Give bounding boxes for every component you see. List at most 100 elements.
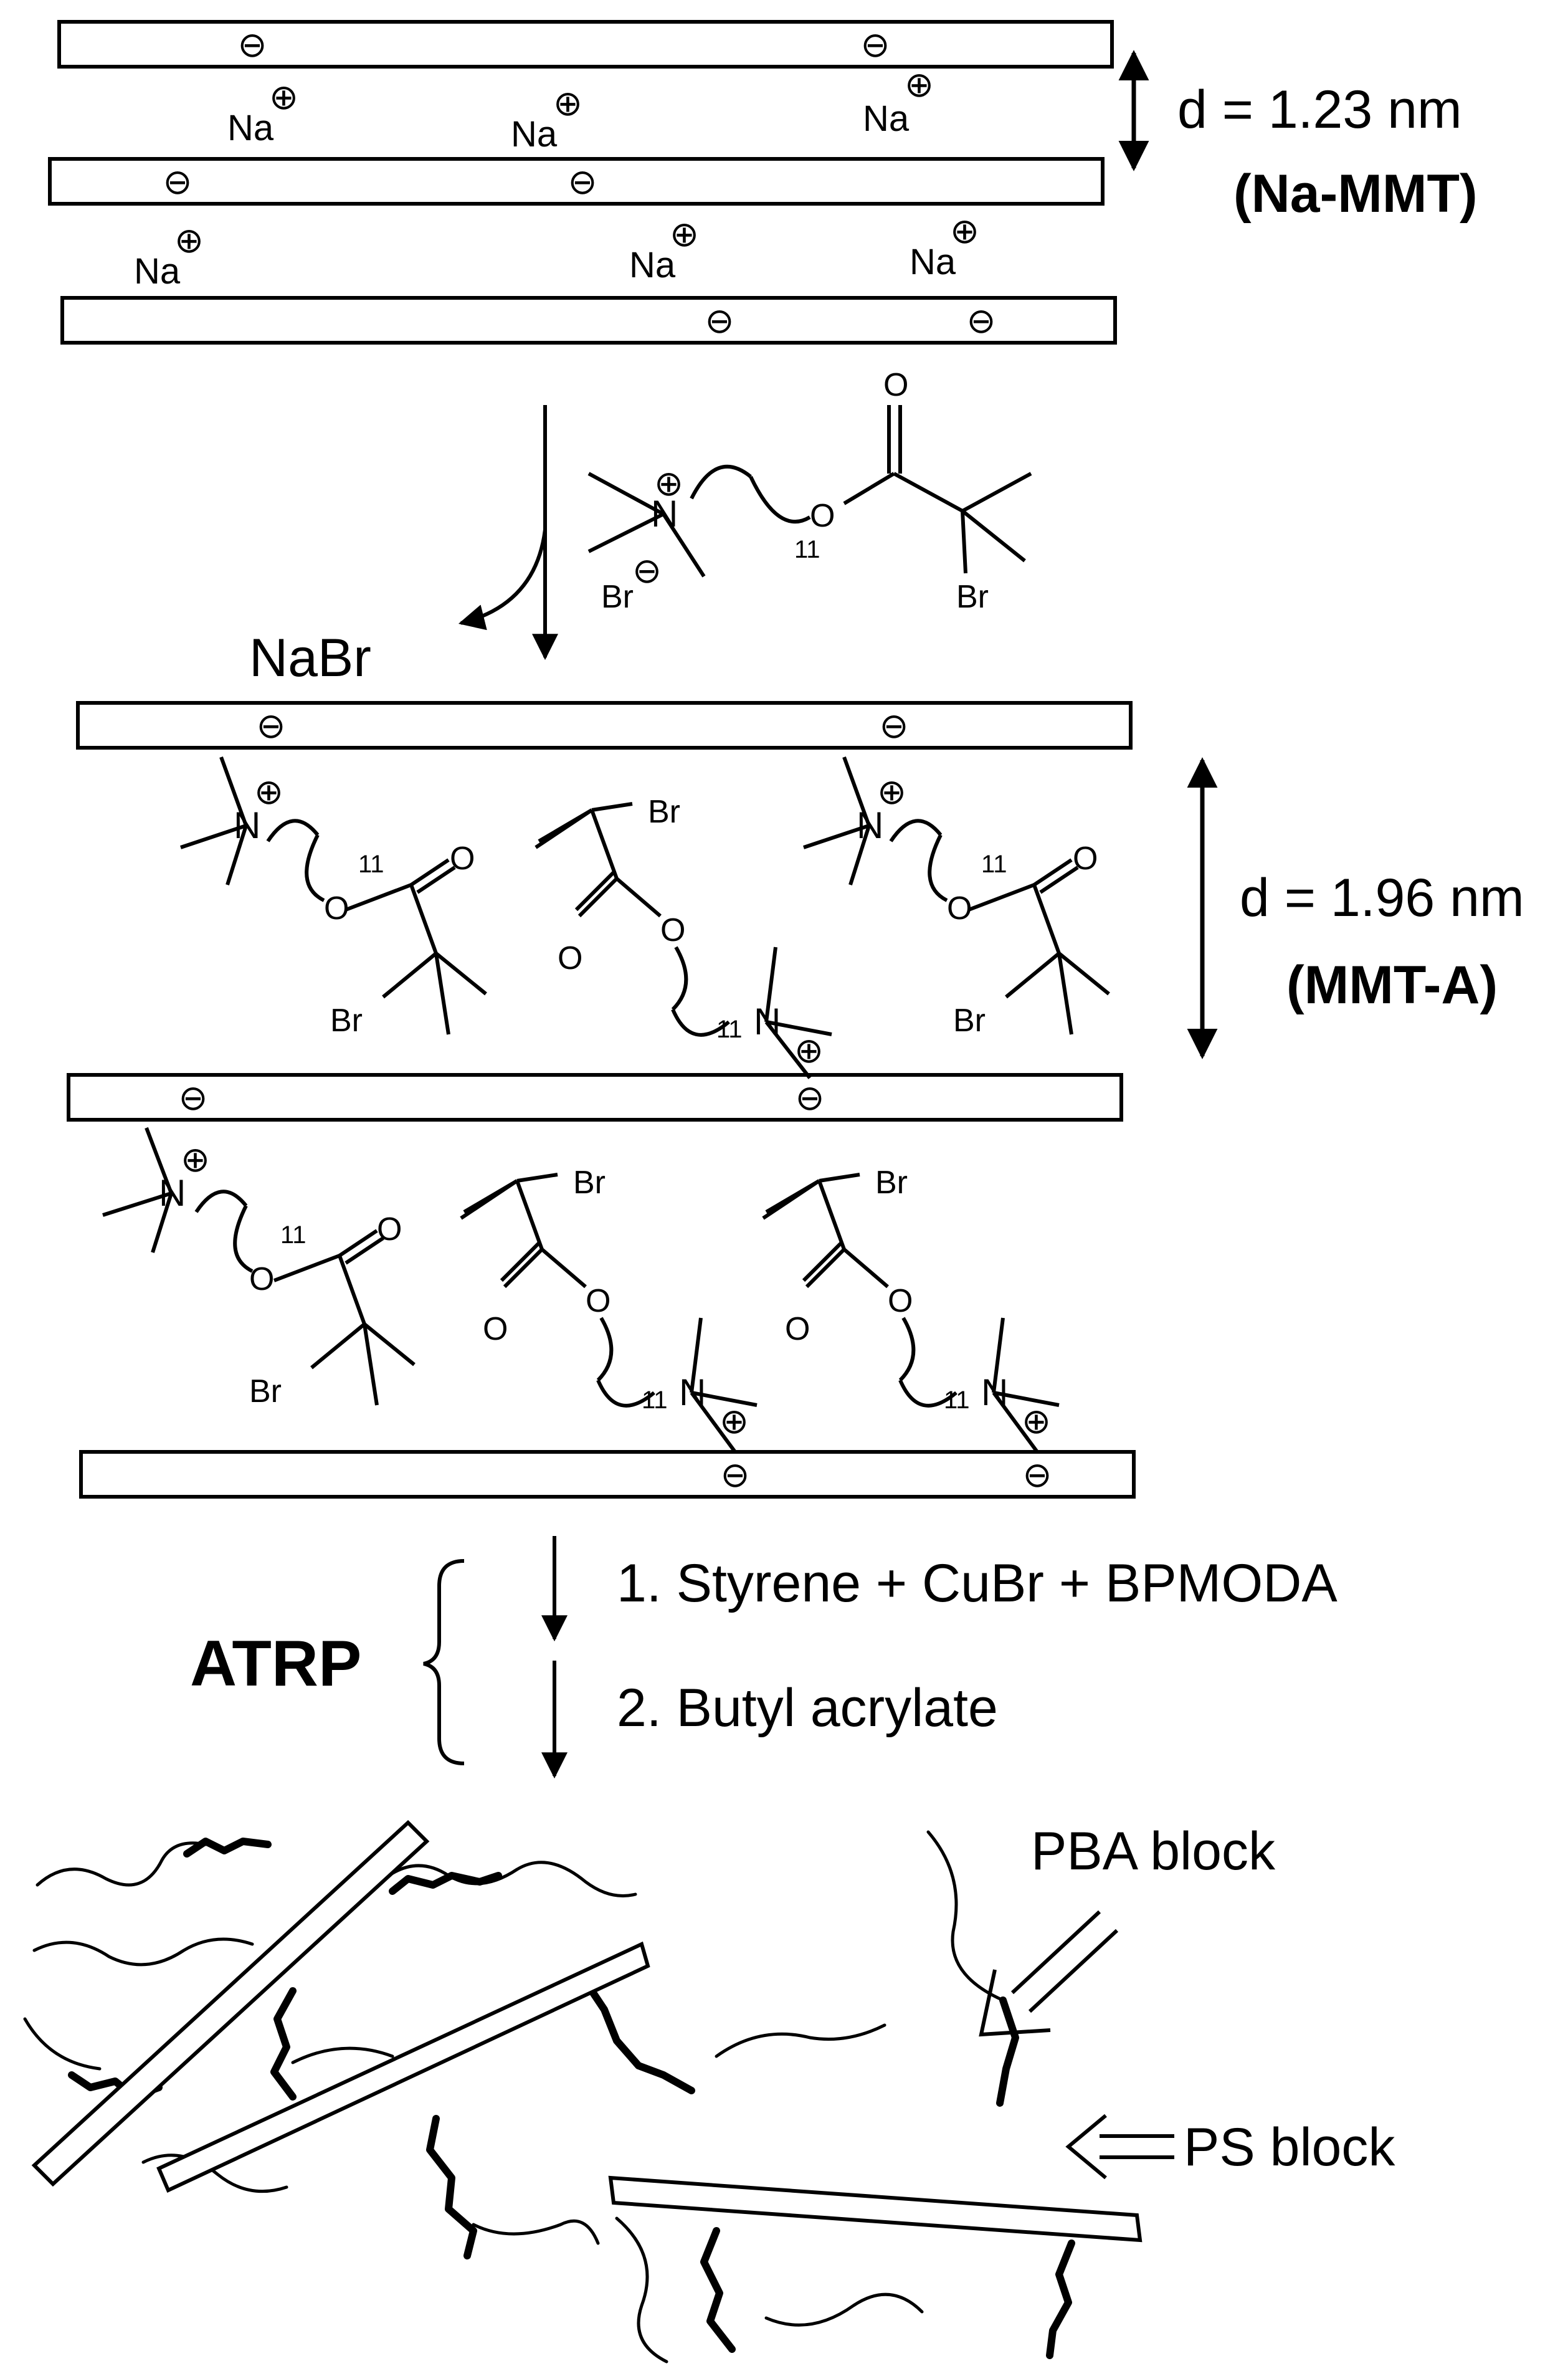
svg-text:⊕: ⊕: [794, 1031, 824, 1070]
svg-text:⊕: ⊕: [1022, 1401, 1051, 1441]
minus-charge: ⊖: [796, 1078, 825, 1117]
sodium-ion: Na ⊕: [227, 77, 298, 148]
svg-text:O: O: [558, 940, 582, 976]
svg-text:Br: Br: [330, 1003, 363, 1039]
interlayer-spacing-label: d = 1.23 nm: [1177, 80, 1462, 140]
svg-text:O: O: [888, 1283, 913, 1319]
ion-exchange-step: NaBr N ⊕ O 11 O Br Br ⊖: [249, 367, 1032, 688]
ammonium-initiator-chain: [803, 756, 1110, 1035]
ammonium-initiator-chain: [102, 1127, 416, 1406]
svg-text:O: O: [785, 1311, 810, 1347]
svg-text:⊕: ⊕: [254, 772, 283, 811]
sodium-ion: Na ⊕: [134, 221, 204, 292]
step-brace: [423, 1559, 465, 1765]
minus-charge: ⊖: [967, 301, 996, 340]
svg-text:Br: Br: [249, 1373, 282, 1410]
svg-text:O: O: [324, 890, 349, 927]
svg-text:Br: Br: [573, 1165, 606, 1201]
clay-layer-2: [48, 157, 1105, 206]
svg-text:⊕: ⊕: [181, 1140, 210, 1179]
svg-text:O: O: [249, 1261, 274, 1297]
exfoliated-clay-platelets: [31, 1820, 1143, 2243]
svg-text:O: O: [377, 1211, 402, 1247]
svg-text:Br: Br: [601, 579, 634, 615]
mmt-a-stack: ⊖ ⊖ ⊖ ⊖ ⊖ ⊖ N ⊕ 11 O O Br: [67, 701, 1524, 1499]
atrp-step: ATRP 1. Styrene + CuBr + BPMODA 2. Butyl…: [190, 1536, 1338, 1779]
clay-layer-4: [76, 701, 1133, 750]
sodium-ion: Na ⊕: [910, 211, 979, 282]
initiator-molecule: [587, 405, 1032, 578]
pba-block-label: PBA block: [1031, 1821, 1276, 1881]
minus-charge: ⊖: [238, 25, 267, 64]
svg-text:Na: Na: [629, 245, 676, 285]
svg-text:⊕: ⊕: [720, 1401, 749, 1441]
ammonium-initiator-chain: [180, 756, 487, 1035]
pba-pointer-arrow: [979, 1910, 1119, 2037]
svg-text:O: O: [810, 498, 835, 534]
svg-text:O: O: [483, 1311, 508, 1347]
svg-text:N: N: [754, 1001, 781, 1042]
ammonium-initiator-chain: [460, 1173, 758, 1453]
svg-text:N: N: [857, 804, 883, 846]
step-1-label: 1. Styrene + CuBr + BPMODA: [617, 1553, 1338, 1613]
minus-charge: ⊖: [179, 1078, 208, 1117]
svg-text:Na: Na: [910, 242, 956, 282]
svg-text:⊕: ⊕: [950, 211, 979, 250]
svg-text:⊖: ⊖: [632, 551, 662, 590]
svg-text:N: N: [679, 1371, 706, 1413]
sodium-ion: Na ⊕: [863, 65, 934, 139]
svg-text:11: 11: [944, 1386, 970, 1414]
svg-text:N: N: [159, 1172, 186, 1214]
clay-layer-3: [60, 296, 1117, 345]
svg-text:Na: Na: [863, 98, 910, 139]
svg-text:N: N: [981, 1371, 1008, 1413]
svg-text:⊕: ⊕: [269, 77, 298, 117]
svg-text:⊕: ⊕: [877, 772, 906, 811]
minus-charge: ⊖: [257, 706, 286, 745]
minus-charge: ⊖: [1023, 1455, 1052, 1494]
minus-charge: ⊖: [568, 162, 597, 201]
method-label: ATRP: [190, 1628, 361, 1700]
svg-text:⊕: ⊕: [553, 83, 582, 123]
byproduct-arrow: [458, 529, 547, 631]
svg-text:Br: Br: [648, 794, 680, 830]
nanocomposite-illustration: PBA block PS block: [23, 1820, 1395, 2364]
clay-layer-5: [67, 1073, 1123, 1122]
minus-charge: ⊖: [880, 706, 909, 745]
svg-text:⊕: ⊕: [670, 214, 699, 254]
svg-text:11: 11: [716, 1016, 743, 1043]
na-mmt-stack: ⊖ ⊖ ⊖ ⊖ ⊖ ⊖ Na ⊕ Na ⊕ Na ⊕ Na ⊕ Na ⊕ Na …: [48, 20, 1478, 345]
sodium-ion: Na ⊕: [629, 214, 699, 285]
svg-text:N: N: [651, 493, 678, 535]
svg-text:O: O: [450, 841, 475, 877]
svg-text:Na: Na: [511, 114, 558, 155]
svg-text:⊕: ⊕: [654, 464, 683, 503]
svg-text:11: 11: [794, 536, 820, 563]
svg-text:Na: Na: [134, 251, 181, 292]
svg-text:⊕: ⊕: [905, 65, 934, 104]
ps-pointer-arrow: [1065, 2114, 1174, 2180]
clay-layer-1: [57, 20, 1114, 69]
ammonium-initiator-chain: [762, 1173, 1060, 1453]
svg-text:O: O: [883, 367, 908, 403]
svg-text:O: O: [660, 912, 685, 948]
minus-charge: ⊖: [861, 25, 890, 64]
minus-charge: ⊖: [705, 301, 734, 340]
svg-text:N: N: [234, 804, 260, 846]
svg-text:Na: Na: [227, 108, 274, 148]
svg-text:Br: Br: [875, 1165, 908, 1201]
svg-text:Br: Br: [956, 579, 989, 615]
clay-name-label: (Na-MMT): [1233, 164, 1478, 224]
ps-block-label: PS block: [1184, 2117, 1395, 2177]
svg-text:O: O: [947, 890, 972, 927]
clay-layer-6: [79, 1450, 1136, 1499]
svg-text:O: O: [586, 1283, 611, 1319]
svg-text:11: 11: [280, 1221, 306, 1249]
interlayer-spacing-label: d = 1.96 nm: [1240, 868, 1524, 928]
minus-charge: ⊖: [721, 1455, 750, 1494]
ammonium-initiator-chain: [535, 802, 832, 1079]
minus-charge: ⊖: [163, 162, 192, 201]
step-2-label: 2. Butyl acrylate: [617, 1678, 998, 1738]
clay-name-label: (MMT-A): [1286, 955, 1498, 1015]
svg-text:Br: Br: [953, 1003, 986, 1039]
